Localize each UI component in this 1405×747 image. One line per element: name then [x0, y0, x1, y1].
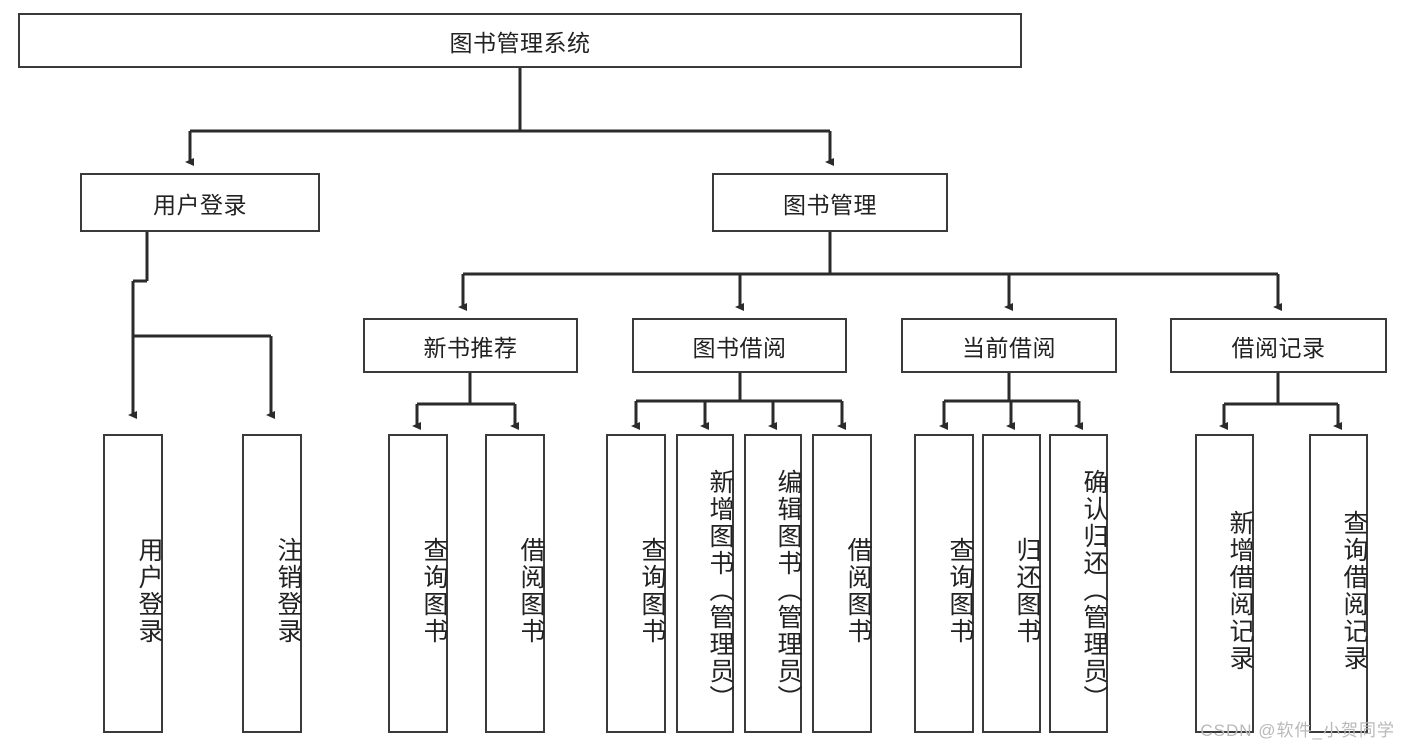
node-root[interactable]: 图书管理系统 [18, 13, 1022, 68]
node-leaf-confirm-return-label: 确认归还（管理员） [1080, 469, 1108, 712]
node-leaf-return-book[interactable]: 归还图书 [982, 434, 1041, 733]
node-borrow-record-label: 借阅记录 [1231, 334, 1326, 361]
node-leaf-add-book-label: 新增图书（管理员） [706, 469, 734, 712]
node-leaf-add-record-label: 新增借阅记录 [1226, 509, 1254, 672]
node-book-manage[interactable]: 图书管理 [712, 173, 948, 232]
node-leaf-edit-book[interactable]: 编辑图书（管理员） [744, 434, 802, 733]
node-root-label: 图书管理系统 [449, 29, 591, 56]
node-leaf-borrow-book-1-label: 借阅图书 [517, 536, 545, 645]
node-user-login-label: 用户登录 [153, 191, 247, 218]
node-leaf-user-logout[interactable]: 注销登录 [242, 434, 302, 733]
node-leaf-edit-book-label: 编辑图书（管理员） [774, 469, 802, 712]
node-leaf-query-book-1[interactable]: 查询图书 [388, 434, 448, 733]
node-new-book-recommend[interactable]: 新书推荐 [363, 318, 578, 373]
node-leaf-return-book-label: 归还图书 [1013, 536, 1041, 645]
node-current-borrow[interactable]: 当前借阅 [901, 318, 1117, 373]
node-leaf-query-book-1-label: 查询图书 [420, 536, 448, 645]
node-leaf-add-record[interactable]: 新增借阅记录 [1195, 434, 1254, 733]
node-book-borrow-label: 图书借阅 [692, 334, 787, 361]
node-leaf-query-record-label: 查询借阅记录 [1340, 509, 1368, 672]
node-leaf-confirm-return[interactable]: 确认归还（管理员） [1049, 434, 1108, 733]
node-leaf-borrow-book-2-label: 借阅图书 [844, 536, 872, 645]
node-leaf-query-book-2-label: 查询图书 [638, 536, 666, 645]
node-book-manage-label: 图书管理 [783, 191, 877, 218]
node-leaf-user-login[interactable]: 用户登录 [103, 434, 163, 733]
node-leaf-borrow-book-1[interactable]: 借阅图书 [485, 434, 545, 733]
node-leaf-query-book-3[interactable]: 查询图书 [914, 434, 974, 733]
node-leaf-query-record[interactable]: 查询借阅记录 [1309, 434, 1368, 733]
watermark: CSDN @软件_小贺同学 [1200, 721, 1395, 740]
node-leaf-query-book-2[interactable]: 查询图书 [606, 434, 666, 733]
node-borrow-record[interactable]: 借阅记录 [1170, 318, 1387, 373]
node-leaf-add-book[interactable]: 新增图书（管理员） [676, 434, 734, 733]
node-new-book-recommend-label: 新书推荐 [423, 334, 518, 361]
node-leaf-borrow-book-2[interactable]: 借阅图书 [812, 434, 872, 733]
node-book-borrow[interactable]: 图书借阅 [632, 318, 847, 373]
node-user-login[interactable]: 用户登录 [80, 173, 320, 232]
node-current-borrow-label: 当前借阅 [962, 334, 1056, 361]
node-leaf-query-book-3-label: 查询图书 [946, 536, 974, 645]
node-leaf-user-logout-label: 注销登录 [274, 536, 302, 645]
node-leaf-user-login-label: 用户登录 [135, 536, 163, 645]
